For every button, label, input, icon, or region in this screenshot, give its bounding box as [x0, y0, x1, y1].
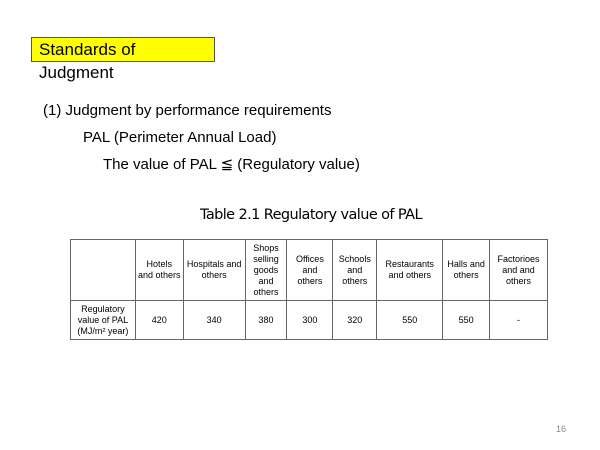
slide-title: Standards of Judgment: [31, 37, 215, 82]
header-cell: [70, 239, 136, 301]
page-number: 16: [555, 424, 566, 434]
pal-table: Hotels and others Hospitals and others S…: [70, 239, 548, 340]
header-cell: Hospitals and others: [182, 239, 246, 301]
header-cell: Factorioes and and others: [489, 239, 548, 301]
table-header-row: Hotels and others Hospitals and others S…: [70, 239, 548, 301]
value-cell: 550: [442, 300, 491, 340]
header-cell: Offices and others: [286, 239, 334, 301]
value-cell: 550: [376, 300, 444, 340]
header-cell: Hotels and others: [134, 239, 184, 301]
header-cell: Schools and others: [332, 239, 378, 301]
value-cell: 320: [332, 300, 378, 340]
value-cell: 380: [244, 300, 288, 340]
value-cell: 420: [134, 300, 184, 340]
bullet-judgment: (1) Judgment by performance requirements: [43, 102, 332, 119]
table-caption: Table 2.1 Regulatory value of PAL: [200, 207, 423, 223]
bullet-pal: PAL (Perimeter Annual Load): [83, 129, 277, 146]
table-row: Regulatory value of PAL (MJ/m² year) 420…: [70, 300, 548, 340]
header-cell: Shops selling goods and others: [244, 239, 288, 301]
row-label: Regulatory value of PAL (MJ/m² year): [70, 300, 136, 340]
bullet-formula: The value of PAL ≦ (Regulatory value): [103, 156, 360, 173]
value-cell: 340: [182, 300, 246, 340]
header-cell: Halls and others: [442, 239, 491, 301]
value-cell: -: [489, 300, 548, 340]
header-cell: Restaurants and others: [376, 239, 444, 301]
value-cell: 300: [286, 300, 334, 340]
